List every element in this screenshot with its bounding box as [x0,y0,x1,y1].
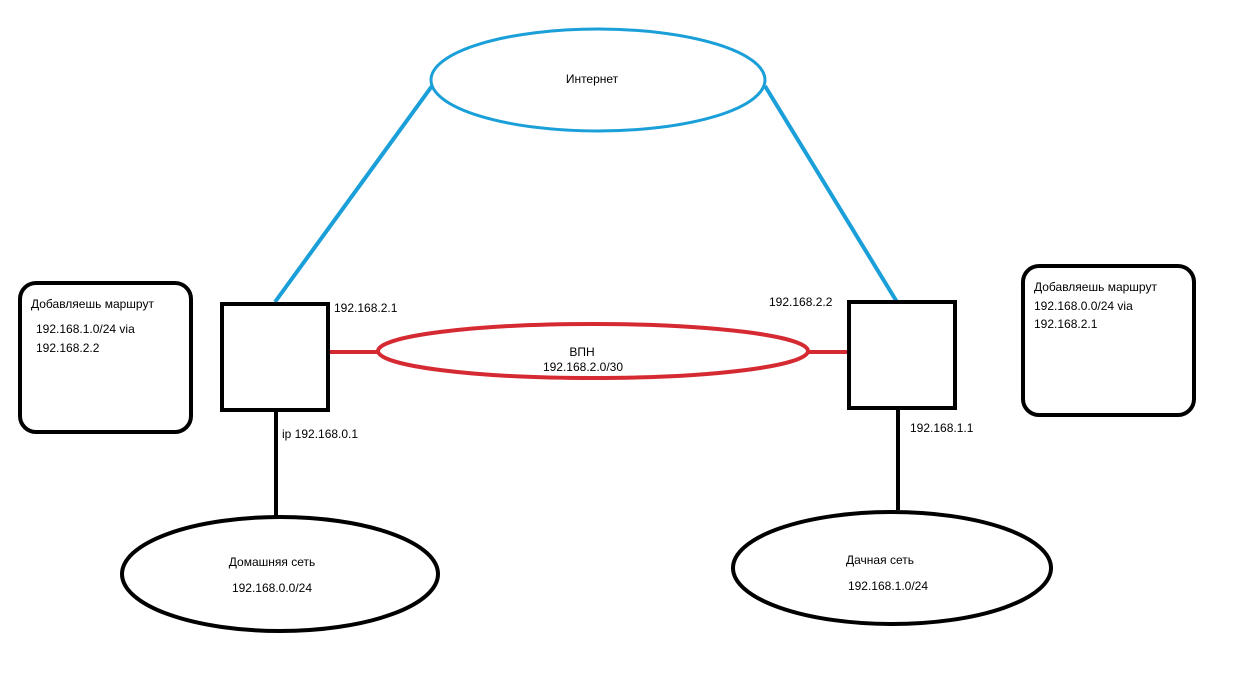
route-note-left-line1: 192.168.1.0/24 via [36,322,135,336]
router-right [847,300,957,410]
router-right-lan-ip: 192.168.1.1 [910,421,974,435]
dacha-network-ellipse [731,510,1053,626]
internet-ellipse [429,27,767,133]
router-left-vpn-ip: 192.168.2.1 [334,301,398,315]
route-note-right [1021,264,1196,417]
route-note-right-line1: 192.168.0.0/24 via [1034,299,1133,313]
route-note-left-line2: 192.168.2.2 [36,341,100,355]
router-left-lan-ip: ip 192.168.0.1 [282,427,358,441]
dacha-network-subnet: 192.168.1.0/24 [848,579,928,593]
vpn-subnet-label: 192.168.2.0/30 [543,360,623,374]
route-note-right-title: Добавляешь маршрут [1034,280,1157,294]
home-network-label: Домашняя сеть [229,555,315,569]
home-network-subnet: 192.168.0.0/24 [232,581,312,595]
uplink-left [273,84,434,304]
uplink-right [763,84,899,304]
route-note-right-line2: 192.168.2.1 [1034,317,1098,331]
vpn-ellipse [376,322,810,380]
route-note-left-title: Добавляешь маршрут [31,297,154,311]
route-note-left [18,281,193,434]
dacha-network-label: Дачная сеть [846,553,914,567]
internet-label: Интернет [566,72,619,86]
router-right-vpn-ip: 192.168.2.2 [769,295,833,309]
vpn-label: ВПН [569,345,594,359]
home-network-ellipse [120,515,440,633]
router-left [220,302,330,412]
